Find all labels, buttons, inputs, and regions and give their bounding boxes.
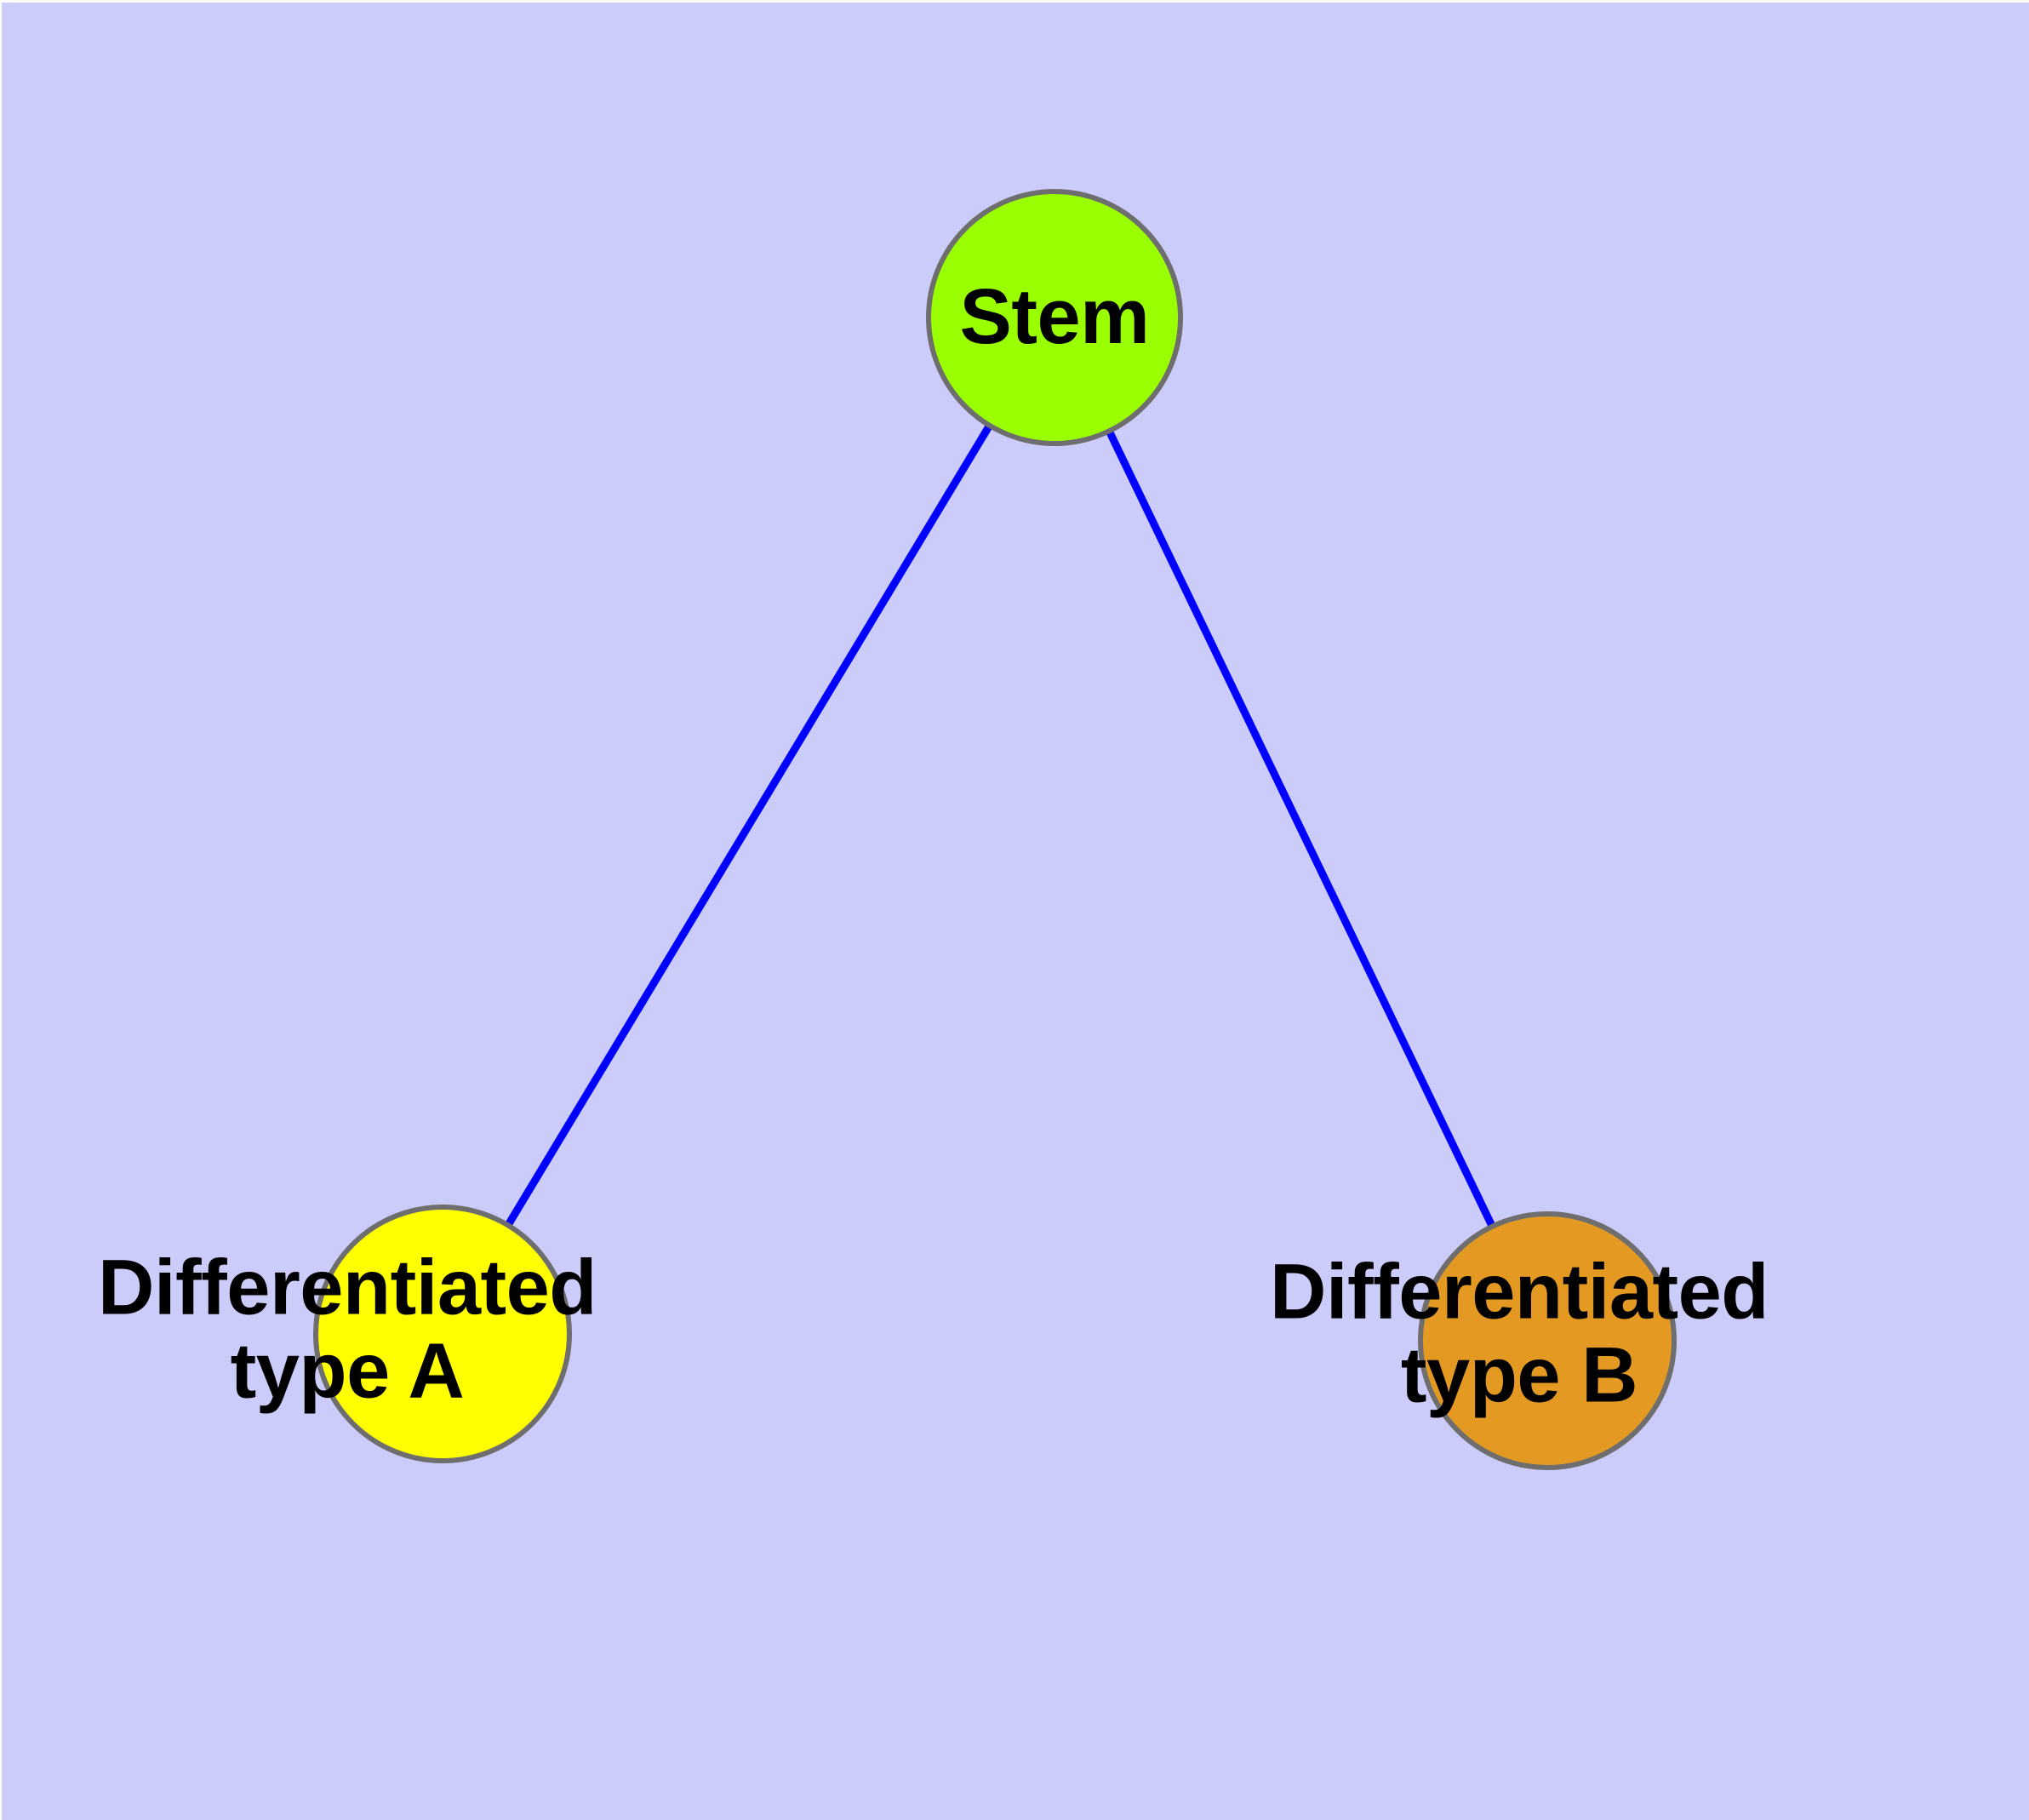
node-stem[interactable]	[926, 189, 1183, 446]
edge-layer	[439, 315, 1552, 1342]
node-diff-b[interactable]	[1418, 1211, 1677, 1470]
node-layer	[313, 189, 1677, 1470]
edge-stem-to-diff-a[interactable]	[439, 315, 1058, 1336]
node-diff-a[interactable]	[313, 1205, 572, 1463]
edge-stem-to-diff-b[interactable]	[1050, 316, 1552, 1342]
